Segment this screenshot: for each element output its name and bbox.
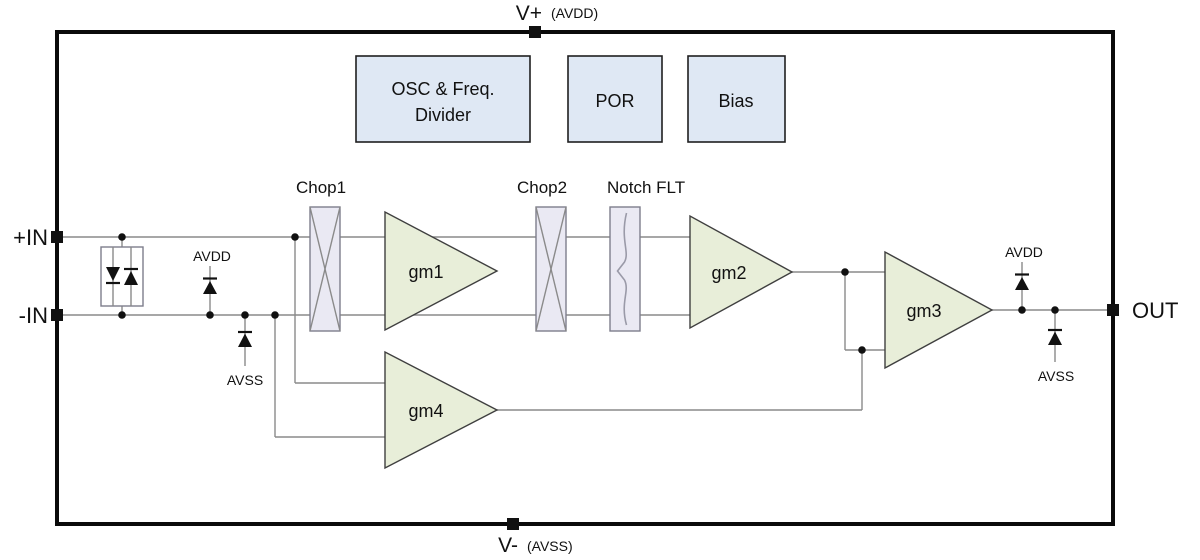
- junction-dot: [858, 346, 866, 354]
- esd-diode-input-avss: AVSS: [227, 330, 263, 388]
- junction-dots: [118, 233, 1059, 354]
- osc-freq-divider-block: OSC & Freq. Divider: [355, 55, 531, 143]
- osc-label-line1: OSC & Freq.: [391, 79, 494, 99]
- pin-in-neg: [51, 309, 63, 321]
- notch-label: Notch FLT: [607, 178, 685, 197]
- diode-up-icon: [1015, 277, 1029, 290]
- chop1-label: Chop1: [296, 178, 346, 197]
- diode-up-icon: [1048, 331, 1062, 345]
- gm2-amp: gm2: [689, 214, 794, 330]
- gm3-amp: gm3: [884, 250, 994, 370]
- bias-box: [687, 55, 786, 143]
- vminus-rail-label: (AVSS): [527, 538, 573, 554]
- osc-label-line2: Divider: [415, 105, 471, 125]
- out-label: OUT: [1132, 298, 1178, 323]
- esd-diode-input-avdd: AVDD: [193, 248, 231, 294]
- avss-label-output: AVSS: [1038, 368, 1074, 384]
- avdd-label-output: AVDD: [1005, 244, 1043, 260]
- gm3-label: gm3: [906, 301, 941, 321]
- vminus-label: V-: [498, 534, 518, 557]
- por-label: POR: [595, 91, 634, 111]
- por-block: POR: [567, 55, 663, 143]
- vplus-label: V+: [516, 2, 542, 25]
- junction-dot: [1018, 306, 1026, 314]
- chopper2-block: Chop2: [517, 178, 567, 332]
- junction-dot: [241, 311, 249, 319]
- clamp-diode-down-icon: [106, 267, 120, 281]
- diode-up-icon: [238, 333, 252, 347]
- pin-squares: [51, 26, 1119, 530]
- avss-label-input: AVSS: [227, 372, 263, 388]
- pin-vplus: [529, 26, 541, 38]
- gm1-triangle: [384, 210, 499, 332]
- junction-dot: [291, 233, 299, 241]
- gm3-triangle: [884, 250, 994, 370]
- chop2-label: Chop2: [517, 178, 567, 197]
- gm4-label: gm4: [408, 401, 443, 421]
- chop2-x2: [535, 206, 567, 332]
- pin-labels: V+ (AVDD) V- (AVSS) +IN -IN OUT: [13, 2, 1178, 557]
- junction-dot: [1051, 306, 1059, 314]
- vplus-rail-label: (AVDD): [551, 5, 598, 21]
- esd-diode-output-avss: AVSS: [1038, 328, 1074, 384]
- pin-in-pos: [51, 231, 63, 243]
- bias-label: Bias: [718, 91, 753, 111]
- gm2-label: gm2: [711, 263, 746, 283]
- junction-dot: [841, 268, 849, 276]
- diode-up-icon: [203, 281, 217, 294]
- avdd-label-input: AVDD: [193, 248, 231, 264]
- junction-dot: [271, 311, 279, 319]
- notch-response-icon: [616, 212, 628, 326]
- esd-diode-output-avdd: AVDD: [1005, 244, 1043, 290]
- bias-block: Bias: [687, 55, 786, 143]
- pin-out: [1107, 304, 1119, 316]
- clamp-box: [100, 246, 144, 307]
- junction-dot: [206, 311, 214, 319]
- gm2-triangle: [689, 214, 794, 330]
- wires: [57, 236, 1107, 438]
- chip-boundary: [55, 30, 1115, 526]
- pin-vminus: [507, 518, 519, 530]
- chopper1-block: Chop1: [296, 178, 346, 332]
- in-pos-label: +IN: [13, 225, 48, 250]
- in-neg-label: -IN: [19, 303, 48, 328]
- junction-dot: [118, 233, 126, 241]
- osc-box: [355, 55, 531, 143]
- clamp-diode-up-icon: [124, 271, 138, 285]
- gm1-amp: gm1: [384, 210, 499, 332]
- por-box: [567, 55, 663, 143]
- chop1-x2: [309, 206, 341, 332]
- junction-dot: [118, 311, 126, 319]
- notch-filter-block: Notch FLT: [607, 178, 685, 332]
- input-clamp: [100, 246, 144, 307]
- gm4-triangle: [384, 350, 499, 470]
- gm4-amp: gm4: [384, 350, 499, 470]
- gm1-label: gm1: [408, 262, 443, 282]
